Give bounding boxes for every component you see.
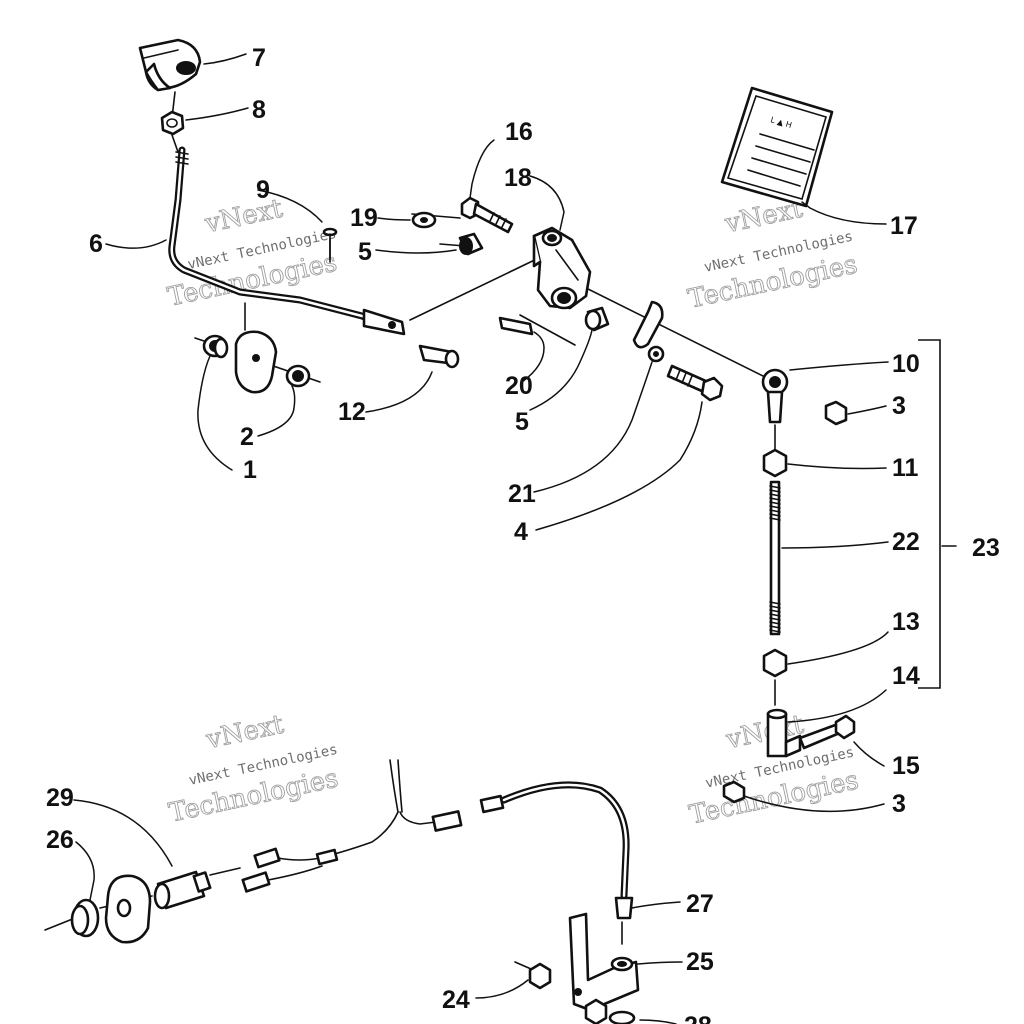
thread-line	[769, 509, 781, 513]
thread-line	[769, 501, 781, 505]
thread-line	[769, 609, 781, 613]
rod-thread-lines	[769, 485, 781, 633]
switch-part-29	[153, 870, 212, 910]
thread-line	[769, 513, 781, 517]
thread-line	[769, 629, 781, 633]
thread-line	[769, 489, 781, 493]
thread-line	[769, 505, 781, 509]
callout-16: 16	[505, 118, 533, 146]
callout-24: 24	[442, 986, 470, 1014]
callout-23: 23	[972, 534, 1000, 562]
spacer-part-5-lower	[584, 306, 610, 332]
lockwasher-part-21	[632, 300, 665, 363]
decal-part-17: L ▲ H	[720, 86, 834, 208]
bolt-part-4	[666, 364, 724, 402]
callout-3-upper: 3	[892, 392, 906, 420]
thread-line	[769, 621, 781, 625]
nut-part-24	[528, 962, 552, 990]
callout-2: 2	[240, 423, 254, 451]
thread-line	[769, 625, 781, 629]
callout-27: 27	[686, 890, 714, 918]
callout-19: 19	[350, 204, 378, 232]
bracket-part-18	[532, 226, 592, 310]
callout-17: 17	[890, 212, 918, 240]
callout-6: 6	[89, 230, 103, 258]
shift-lever-part-6	[168, 146, 406, 336]
callout-5-upper: 5	[358, 238, 372, 266]
callout-25: 25	[686, 948, 714, 976]
connector-pair	[431, 794, 505, 832]
thread-line	[769, 517, 781, 521]
callout-labels: 7 8 9 6 19 5 16 18 12 2 1 20 5 21 4 17 1…	[46, 44, 1000, 1024]
callout-9: 9	[256, 176, 270, 204]
callout-3-lower: 3	[892, 790, 906, 818]
bolt-part-15	[798, 714, 856, 750]
thread-line	[769, 497, 781, 501]
pin-part-12	[418, 344, 460, 369]
bushing-part-2	[285, 364, 311, 388]
callout-28: 28	[684, 1012, 712, 1024]
thread-line	[769, 605, 781, 609]
watermark-left-bottom: vNext vNext Technologies Technologies	[166, 709, 341, 829]
nut-part-3-upper	[824, 400, 848, 426]
lever-thread-lines	[175, 151, 189, 165]
callout-20: 20	[505, 372, 533, 400]
svg-text:vNext: vNext	[202, 194, 286, 240]
callout-13: 13	[892, 608, 920, 636]
thread-line	[769, 613, 781, 617]
bolt-part-16	[460, 196, 514, 234]
assembly-bracket-23	[918, 339, 941, 689]
wire-harness	[267, 759, 437, 881]
callout-8: 8	[252, 96, 266, 124]
callout-5-lower: 5	[515, 408, 529, 436]
nut-part-3-lower	[722, 780, 746, 804]
thread-line	[769, 493, 781, 497]
cable-part-27	[500, 781, 634, 920]
rod-end-part-10	[761, 368, 789, 424]
threaded-rod-part-22	[769, 480, 781, 636]
spacer-part-5-upper	[458, 232, 484, 256]
callout-1: 1	[243, 456, 257, 484]
callout-26: 26	[46, 826, 74, 854]
watermark-right-top: vNext vNext Technologies Technologies	[685, 193, 860, 315]
callout-7: 7	[252, 44, 266, 72]
jam-nut-part-11	[762, 448, 788, 478]
callout-14: 14	[892, 662, 920, 690]
callout-18: 18	[504, 164, 532, 192]
nut-part-8	[160, 110, 185, 136]
thread-line	[769, 601, 781, 605]
callout-11: 11	[892, 454, 919, 482]
callout-21: 21	[508, 480, 536, 508]
callout-4: 4	[514, 518, 528, 546]
plate-part-26	[104, 874, 152, 944]
plate-part-2	[234, 330, 278, 394]
nut-part-26	[70, 898, 100, 938]
jam-nut-part-13	[762, 648, 788, 678]
pin-part-20	[498, 316, 534, 336]
nut-part-28	[584, 998, 636, 1024]
callout-12: 12	[338, 398, 366, 426]
bracket-part-25	[568, 912, 640, 1012]
thread-line	[769, 617, 781, 621]
swivel-part-14	[766, 708, 802, 758]
bushing-part-1	[202, 334, 229, 359]
svg-text:vNext: vNext	[203, 710, 287, 756]
connector-plug-left	[241, 847, 281, 893]
callout-15: 15	[892, 752, 920, 780]
washer-part-19	[411, 211, 437, 229]
callout-29: 29	[46, 784, 74, 812]
leader-lines	[73, 53, 957, 1024]
callout-10: 10	[892, 350, 920, 378]
callout-22: 22	[892, 528, 920, 556]
screw-part-9	[322, 227, 338, 259]
knob-part-7	[138, 38, 202, 92]
thread-line	[769, 485, 781, 489]
